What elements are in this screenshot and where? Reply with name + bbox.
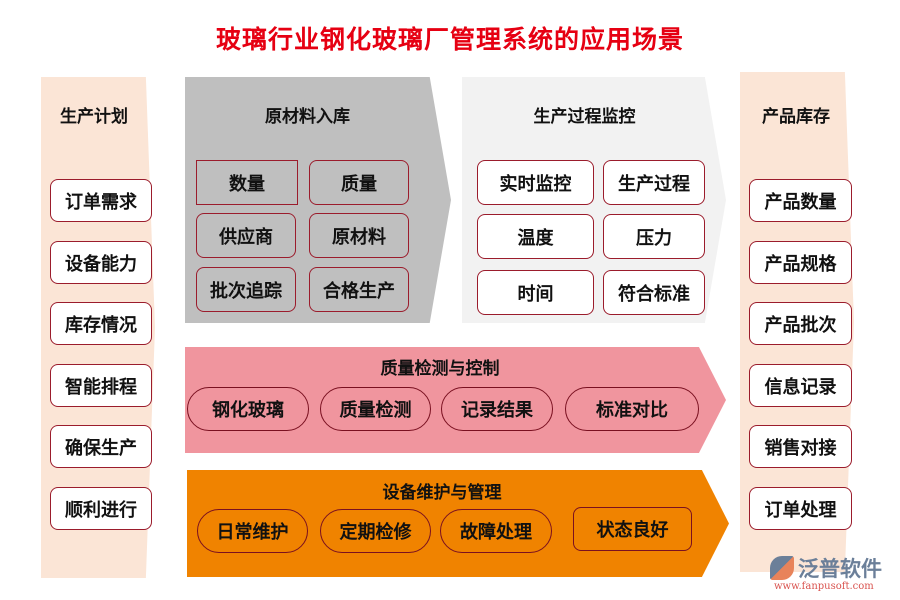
page-title: 玻璃行业钢化玻璃厂管理系统的应用场景 (215, 25, 684, 54)
equipment-item: 日常维护 (197, 509, 308, 553)
logo-url: www.fanpusoft.com (774, 581, 874, 592)
monitor-item: 温度 (477, 214, 594, 259)
plan-item: 库存情况 (50, 302, 152, 345)
monitor-item: 时间 (477, 270, 594, 315)
quality-item: 记录结果 (441, 387, 553, 431)
plan-item: 智能排程 (50, 364, 152, 407)
monitor-item: 实时监控 (477, 160, 594, 205)
logo-icon (770, 556, 794, 580)
raw-material-item: 数量 (196, 160, 298, 205)
raw-material-item: 供应商 (196, 213, 296, 258)
quality-title: 质量检测与控制 (380, 359, 500, 379)
logo-name: 泛普软件 (798, 557, 882, 581)
raw-material-item: 批次追踪 (196, 267, 296, 312)
inventory-item: 销售对接 (749, 425, 852, 468)
quality-item: 质量检测 (320, 387, 431, 431)
quality-item: 标准对比 (565, 387, 699, 431)
monitor-item: 压力 (603, 214, 705, 259)
equipment-title: 设备维护与管理 (382, 483, 502, 503)
inventory-item: 产品规格 (749, 241, 852, 284)
monitor-item: 生产过程 (603, 160, 705, 205)
raw-material-item: 合格生产 (309, 267, 409, 312)
inventory-item: 产品数量 (749, 179, 852, 222)
equipment-item: 状态良好 (573, 507, 692, 551)
plan-item: 确保生产 (50, 425, 152, 468)
monitor-item: 符合标准 (603, 270, 705, 315)
equipment-item: 定期检修 (320, 509, 431, 553)
logo: 泛普软件 www.fanpusoft.com (770, 553, 895, 595)
process-monitor-title: 生产过程监控 (533, 107, 636, 127)
production-plan-title: 生产计划 (60, 107, 128, 127)
inventory-item: 信息记录 (749, 364, 852, 407)
quality-item: 钢化玻璃 (187, 387, 309, 431)
inventory-item: 产品批次 (749, 302, 852, 345)
raw-material-item: 原材料 (309, 213, 409, 258)
product-inventory-title: 产品库存 (762, 107, 830, 127)
plan-item: 设备能力 (50, 241, 152, 284)
equipment-item: 故障处理 (440, 509, 552, 553)
plan-item: 订单需求 (50, 179, 152, 222)
plan-item: 顺利进行 (50, 487, 152, 530)
raw-material-title: 原材料入库 (265, 107, 350, 127)
raw-material-item: 质量 (309, 160, 409, 205)
inventory-item: 订单处理 (749, 487, 852, 530)
